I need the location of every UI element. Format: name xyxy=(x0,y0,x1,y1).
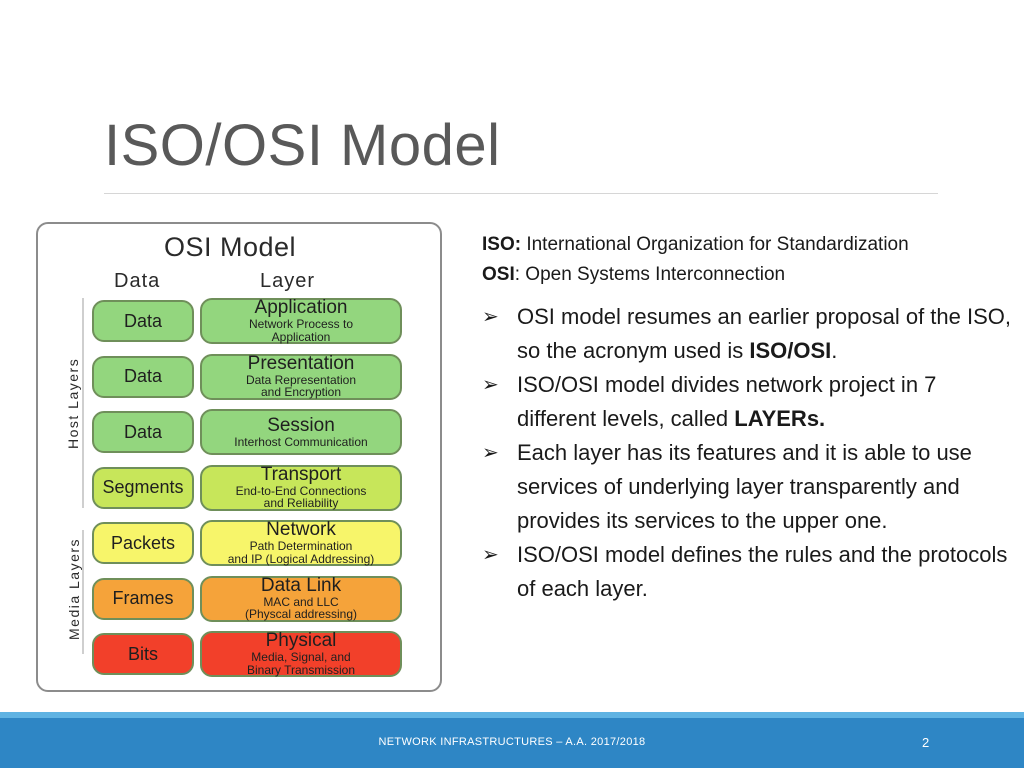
column-header-layer: Layer xyxy=(260,270,316,292)
arrow-bullet-icon: ➢ xyxy=(482,306,499,328)
layer-name: Presentation xyxy=(247,352,355,374)
layer-name: Application xyxy=(254,297,348,319)
media-layers-bracket xyxy=(82,530,84,654)
definition-osi: OSI: Open Systems Interconnection xyxy=(482,264,786,285)
host-layers-bracket xyxy=(82,298,84,508)
host-layers-label: Host Layers xyxy=(65,357,81,449)
layer-name: Physical xyxy=(265,630,337,652)
arrow-bullet-icon: ➢ xyxy=(482,442,499,464)
layer-description: Network Process to xyxy=(248,317,354,332)
data-unit-0: Data xyxy=(92,300,194,342)
data-unit-4: Packets xyxy=(92,522,194,564)
layer-description: and IP (Logical Addressing) xyxy=(227,551,375,566)
bullet-item: ➢ISO/OSI model divides network project i… xyxy=(482,368,1012,436)
footer-text: NETWORK INFRASTRUCTURES – A.A. 2017/2018 xyxy=(378,736,646,748)
layer-description: End-to-End Connections xyxy=(235,483,367,498)
layer-description: and Reliability xyxy=(263,496,339,511)
footer-accent-strip xyxy=(0,712,1024,718)
layer-name: Transport xyxy=(260,463,342,485)
page-number: 2 xyxy=(922,735,930,750)
footer-band xyxy=(0,712,1024,768)
layer-description: Media, Signal, and xyxy=(251,650,351,665)
layer-description: MAC and LLC xyxy=(263,594,339,609)
title-divider xyxy=(104,193,938,194)
layer-name: Network xyxy=(266,519,336,541)
arrow-bullet-icon: ➢ xyxy=(482,374,499,396)
layer-description: Binary Transmission xyxy=(246,662,356,677)
data-unit-6: Bits xyxy=(92,633,194,675)
definitions: ISO: International Organization for Stan… xyxy=(482,230,909,290)
arrow-bullet-icon: ➢ xyxy=(482,544,499,566)
slide-title: ISO/OSI Model xyxy=(104,113,501,178)
media-layers-label: Media Layers xyxy=(66,537,82,640)
bullet-list: ➢OSI model resumes an earlier proposal o… xyxy=(482,300,1012,606)
data-unit-1: Data xyxy=(92,355,194,398)
layer-description: Data Representation xyxy=(245,372,357,387)
layer-description: and Encryption xyxy=(260,385,342,400)
layer-description: Path Determination xyxy=(249,539,353,554)
layer-description: Interhost Communication xyxy=(234,434,368,449)
data-unit-5: Frames xyxy=(92,577,194,620)
layer-name: Data Link xyxy=(260,574,342,596)
definition-iso: ISO: International Organization for Stan… xyxy=(482,234,909,255)
osi-diagram: OSI Model Data Layer Host Layers Media L… xyxy=(36,222,442,692)
bullet-item: ➢OSI model resumes an earlier proposal o… xyxy=(482,300,1012,368)
layer-description: Application xyxy=(271,329,331,344)
data-unit-2: Data xyxy=(92,411,194,453)
bullet-item: ➢ISO/OSI model defines the rules and the… xyxy=(482,538,1012,606)
diagram-title: OSI Model xyxy=(164,232,297,262)
column-header-data: Data xyxy=(114,270,161,292)
data-unit-3: Segments xyxy=(92,466,194,509)
layer-name: Session xyxy=(267,414,335,436)
bullet-item: ➢Each layer has its features and it is a… xyxy=(482,436,1012,538)
layer-description: (Physcal addressing) xyxy=(244,607,358,622)
